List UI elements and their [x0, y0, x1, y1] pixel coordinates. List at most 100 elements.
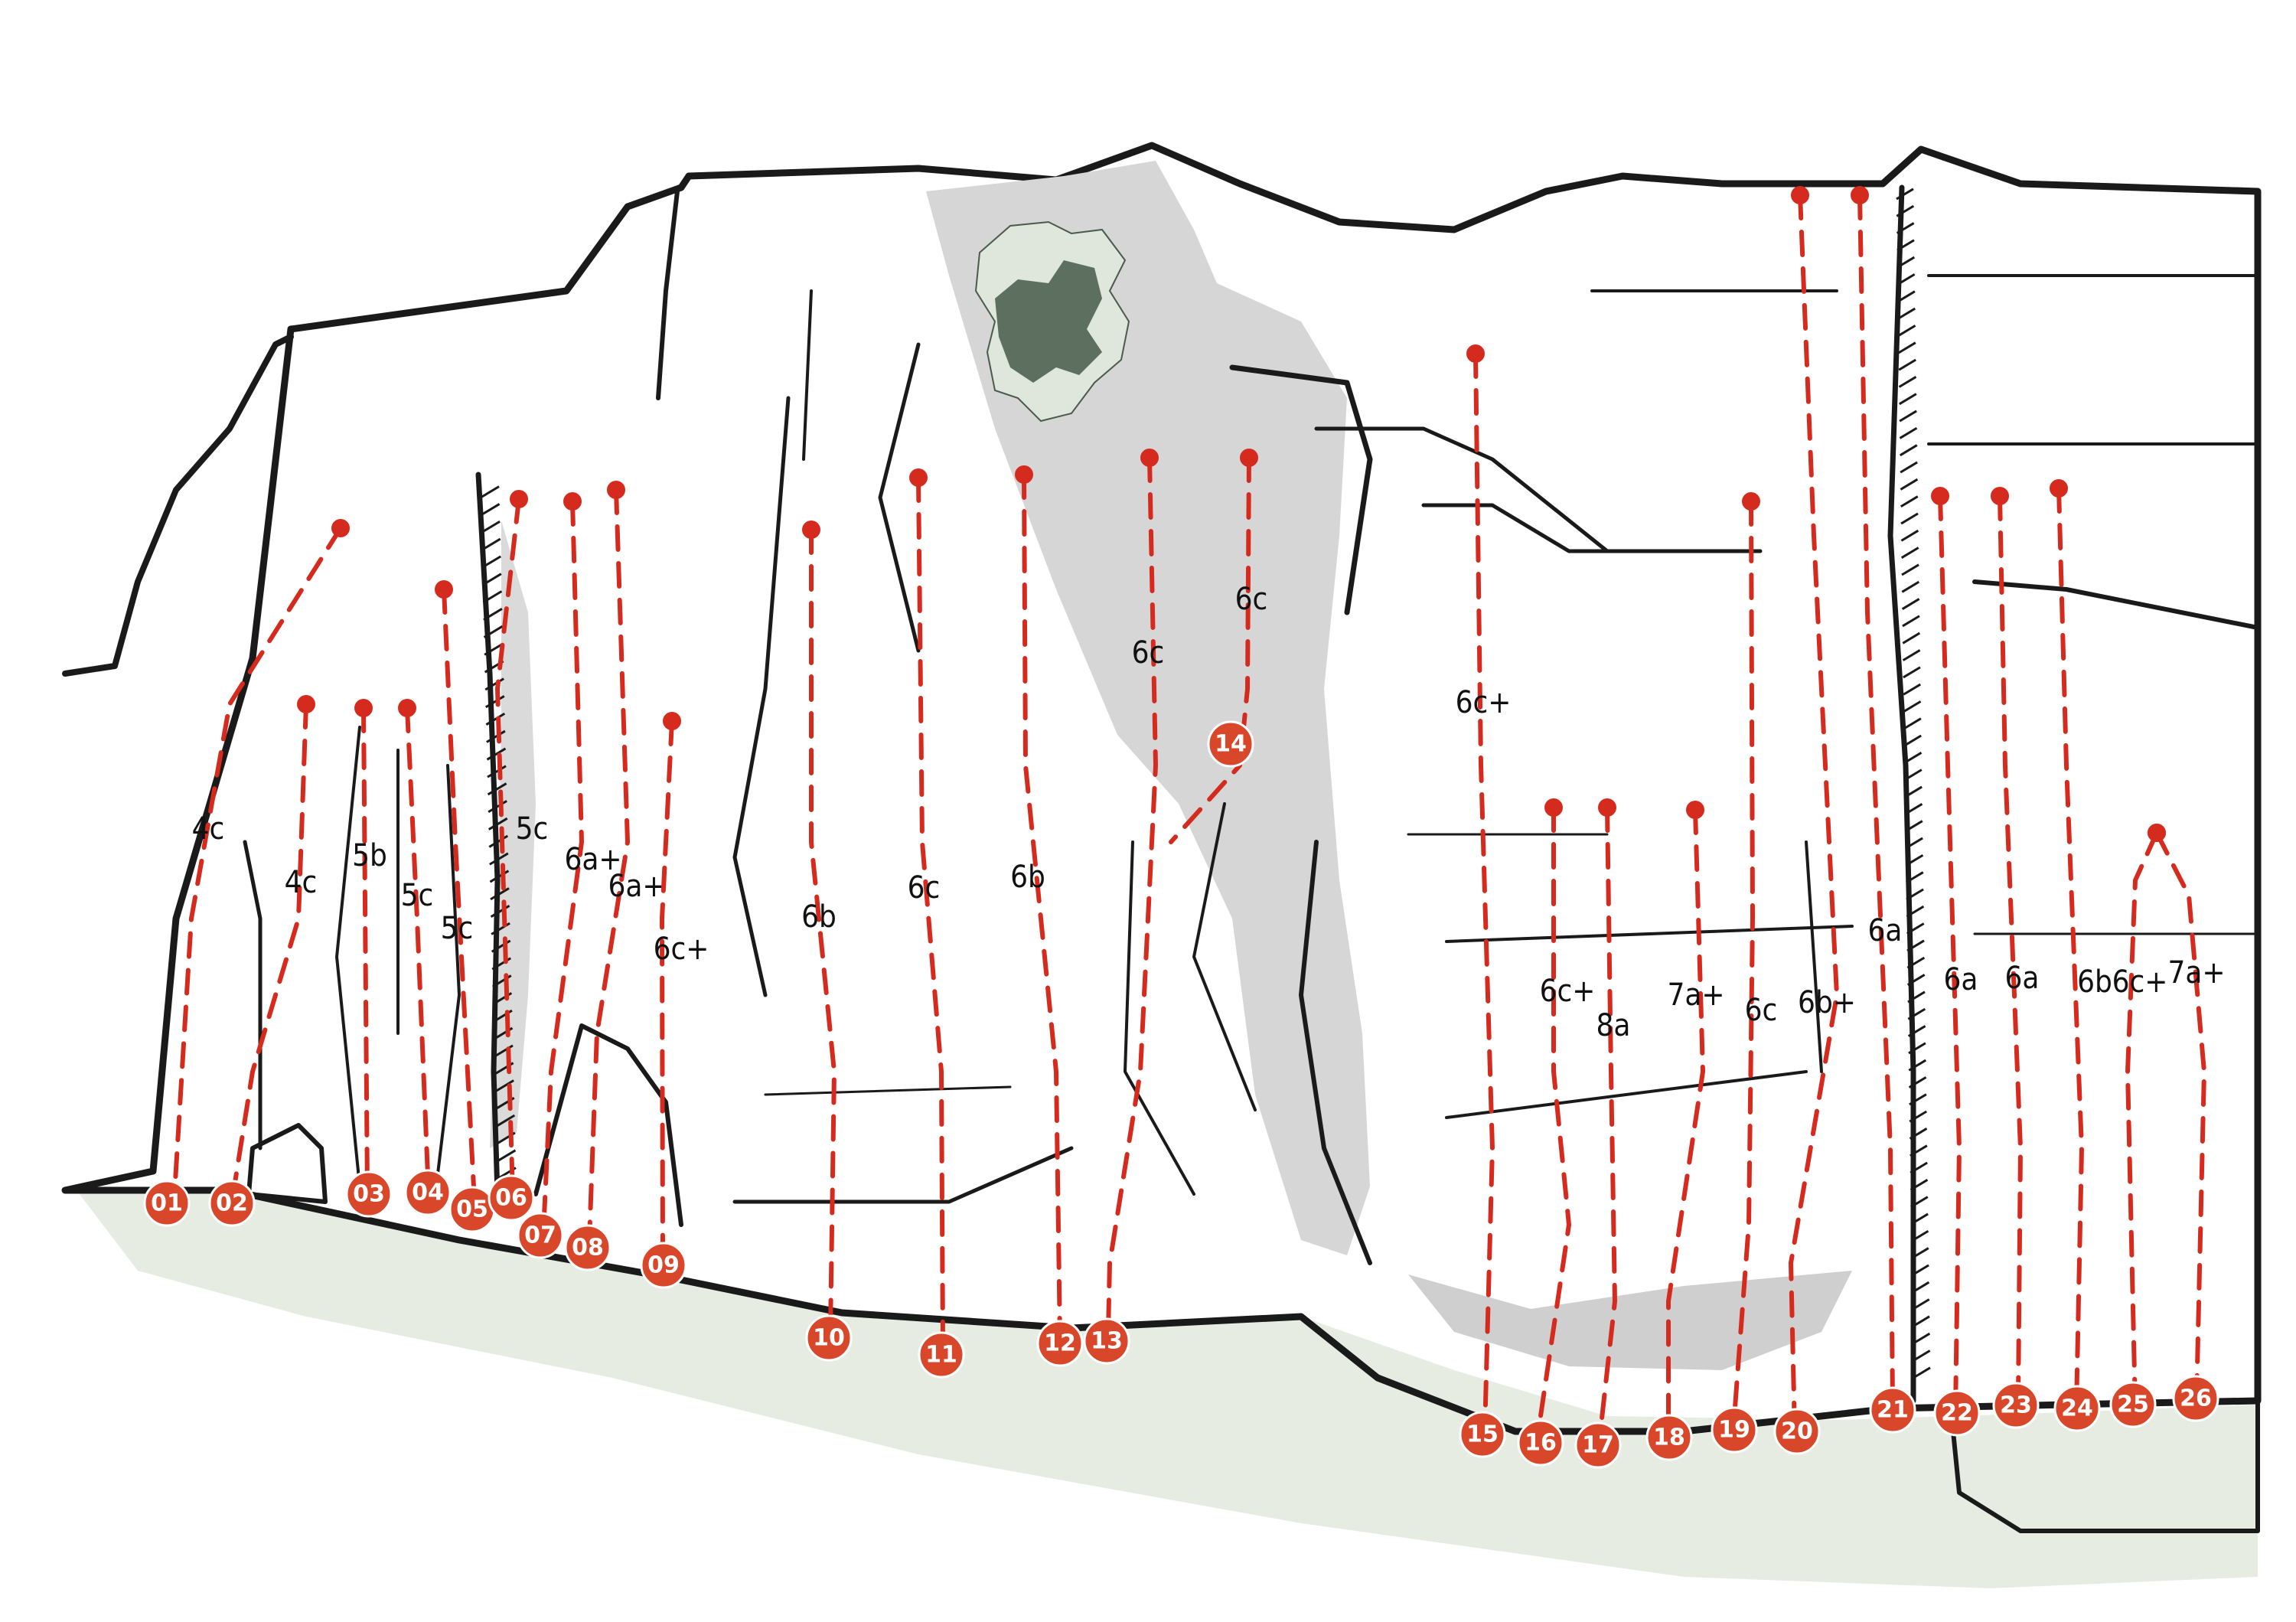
crack-hatch	[481, 555, 502, 569]
cliff-face	[61, 142, 2262, 1435]
route-anchor	[435, 580, 453, 599]
route-number: 13	[1091, 1328, 1123, 1355]
crack-hatch	[1912, 1332, 1931, 1345]
route-number-badge	[1517, 1419, 1564, 1467]
route-12: 6b 12	[1010, 465, 1084, 1367]
crack-hatch	[1896, 204, 1915, 217]
crack-hatch	[494, 1079, 514, 1093]
crack-hatch	[1900, 495, 1919, 508]
crack-hatch	[1905, 837, 1923, 850]
crack-hatch	[1897, 307, 1916, 320]
route-line	[1022, 472, 1062, 1342]
crack-hatch	[1898, 358, 1916, 371]
route-grade: 6b	[1010, 860, 1045, 895]
crack-hatch	[1898, 341, 1916, 354]
route-25: 6c+25	[2109, 824, 2168, 1428]
route-number: 02	[216, 1190, 248, 1217]
crack-hatch	[1903, 734, 1922, 747]
left-outcrop	[62, 334, 294, 677]
crack-hatch	[1905, 820, 1923, 833]
crack-hatch	[487, 782, 507, 796]
route-line	[1938, 494, 1962, 1415]
route-anchor	[1931, 487, 1949, 505]
route-09: 6c+09	[640, 712, 709, 1289]
route-grade: 5c	[441, 911, 474, 946]
route-grade: 6c+	[1456, 685, 1512, 720]
route-number-badge	[1083, 1317, 1130, 1365]
route-line	[660, 719, 674, 1265]
route-anchor	[1240, 449, 1258, 467]
route-number: 01	[151, 1190, 183, 1217]
route-grade: 6a	[2005, 961, 2040, 996]
route-number: 08	[572, 1235, 604, 1261]
route-line	[1731, 499, 1755, 1430]
crack-hatch	[1897, 290, 1916, 303]
route-anchor	[563, 492, 582, 511]
route-number-badge	[345, 1170, 393, 1218]
route-number-badge	[2109, 1381, 2157, 1428]
route-08: 6a+ 08	[564, 481, 666, 1271]
route-line	[1106, 455, 1158, 1334]
route-grade: 7a+	[1667, 977, 1724, 1013]
crack-hatch	[1896, 222, 1915, 234]
route-line	[1536, 805, 1571, 1434]
crack-hatch	[495, 1114, 516, 1128]
route-anchor	[909, 468, 928, 487]
route-anchor	[354, 699, 373, 717]
route-anchor	[1544, 798, 1563, 817]
pinnacle	[533, 1023, 683, 1227]
route-anchor	[331, 519, 350, 537]
route-number: 16	[1525, 1430, 1557, 1457]
route-number-badge	[1711, 1406, 1758, 1454]
route-number: 19	[1718, 1417, 1750, 1444]
route-grade: 6c+	[2112, 964, 2168, 1000]
route-number: 24	[2061, 1395, 2093, 1422]
route-anchor	[663, 712, 681, 730]
route-anchor	[1140, 449, 1159, 467]
route-number-badge	[404, 1169, 452, 1216]
route-number-badge	[1645, 1414, 1693, 1461]
crack-hatch	[1908, 1059, 1927, 1072]
route-grade: 6a+	[564, 842, 621, 877]
route-number-badge	[488, 1174, 535, 1222]
crack-hatch	[1911, 1281, 1930, 1294]
crack-hatch	[488, 834, 509, 848]
route-grade: 8a	[1596, 1008, 1631, 1043]
crack-hatch	[1902, 632, 1921, 645]
route-grade: 5c	[516, 811, 549, 847]
crack-hatch	[487, 765, 507, 778]
crack-hatch	[1910, 1144, 1928, 1157]
route-18: 7a+18	[1645, 801, 1725, 1461]
route-07: 6a+07	[517, 492, 622, 1259]
route-grade: 6c	[908, 870, 941, 906]
crack-hatch	[1910, 1212, 1929, 1225]
route-grade: 4c	[192, 811, 225, 847]
route-anchor	[1851, 186, 1869, 204]
route-number: 12	[1044, 1330, 1076, 1357]
hatched-crack-left	[475, 472, 501, 1197]
crack-hatch	[1901, 580, 1920, 593]
route-anchor	[2050, 479, 2068, 498]
crack-hatch	[1900, 478, 1919, 491]
route-01: 4c 01	[143, 519, 350, 1227]
crack-hatch	[496, 1149, 517, 1163]
crack-hatch	[1901, 598, 1920, 610]
crack-hatch	[490, 887, 510, 901]
crack-hatch	[1902, 615, 1920, 628]
crack-hatch	[1903, 683, 1922, 696]
rock-details	[243, 189, 2260, 1265]
route-grade: 5c	[401, 878, 434, 913]
crack-hatch	[1896, 256, 1916, 269]
crack-hatch	[1900, 512, 1919, 525]
route-anchor	[2148, 824, 2166, 842]
crack-hatch	[1907, 1007, 1926, 1020]
route-line	[541, 499, 584, 1235]
route-grade: 6b	[2077, 964, 2112, 1000]
